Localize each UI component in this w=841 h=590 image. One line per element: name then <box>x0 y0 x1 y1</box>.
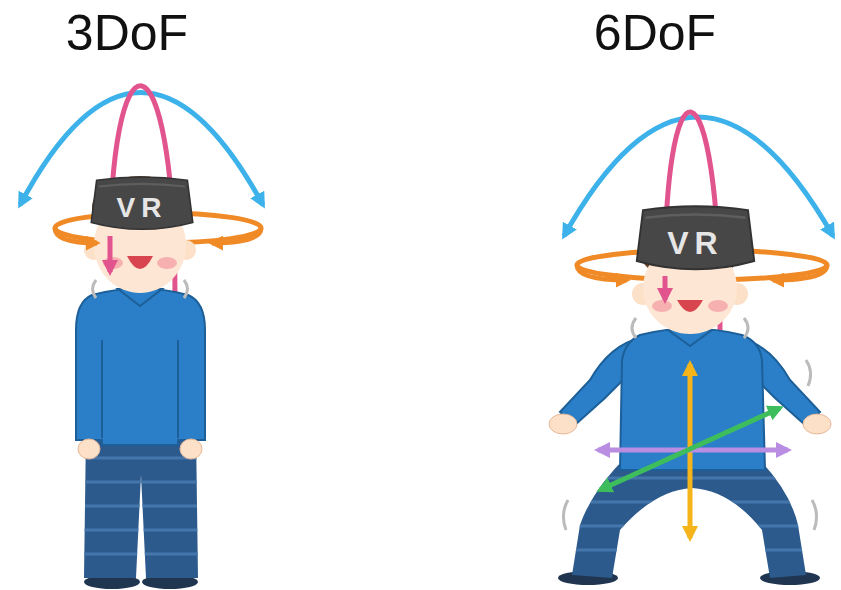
figure-heading: 6DoF <box>528 8 782 58</box>
headset-text: VR <box>667 221 723 259</box>
motion-arrows-back <box>20 86 263 298</box>
figure-heading: 3DoF <box>0 8 254 58</box>
headset-text: VR <box>117 188 168 222</box>
motion-arrows-front <box>55 228 261 272</box>
motion-arrows-front <box>577 265 827 538</box>
vr-headset: VR <box>633 205 758 275</box>
person-standing <box>76 176 205 589</box>
surge-arrow <box>600 408 780 490</box>
vr-headset: VR <box>88 176 196 234</box>
